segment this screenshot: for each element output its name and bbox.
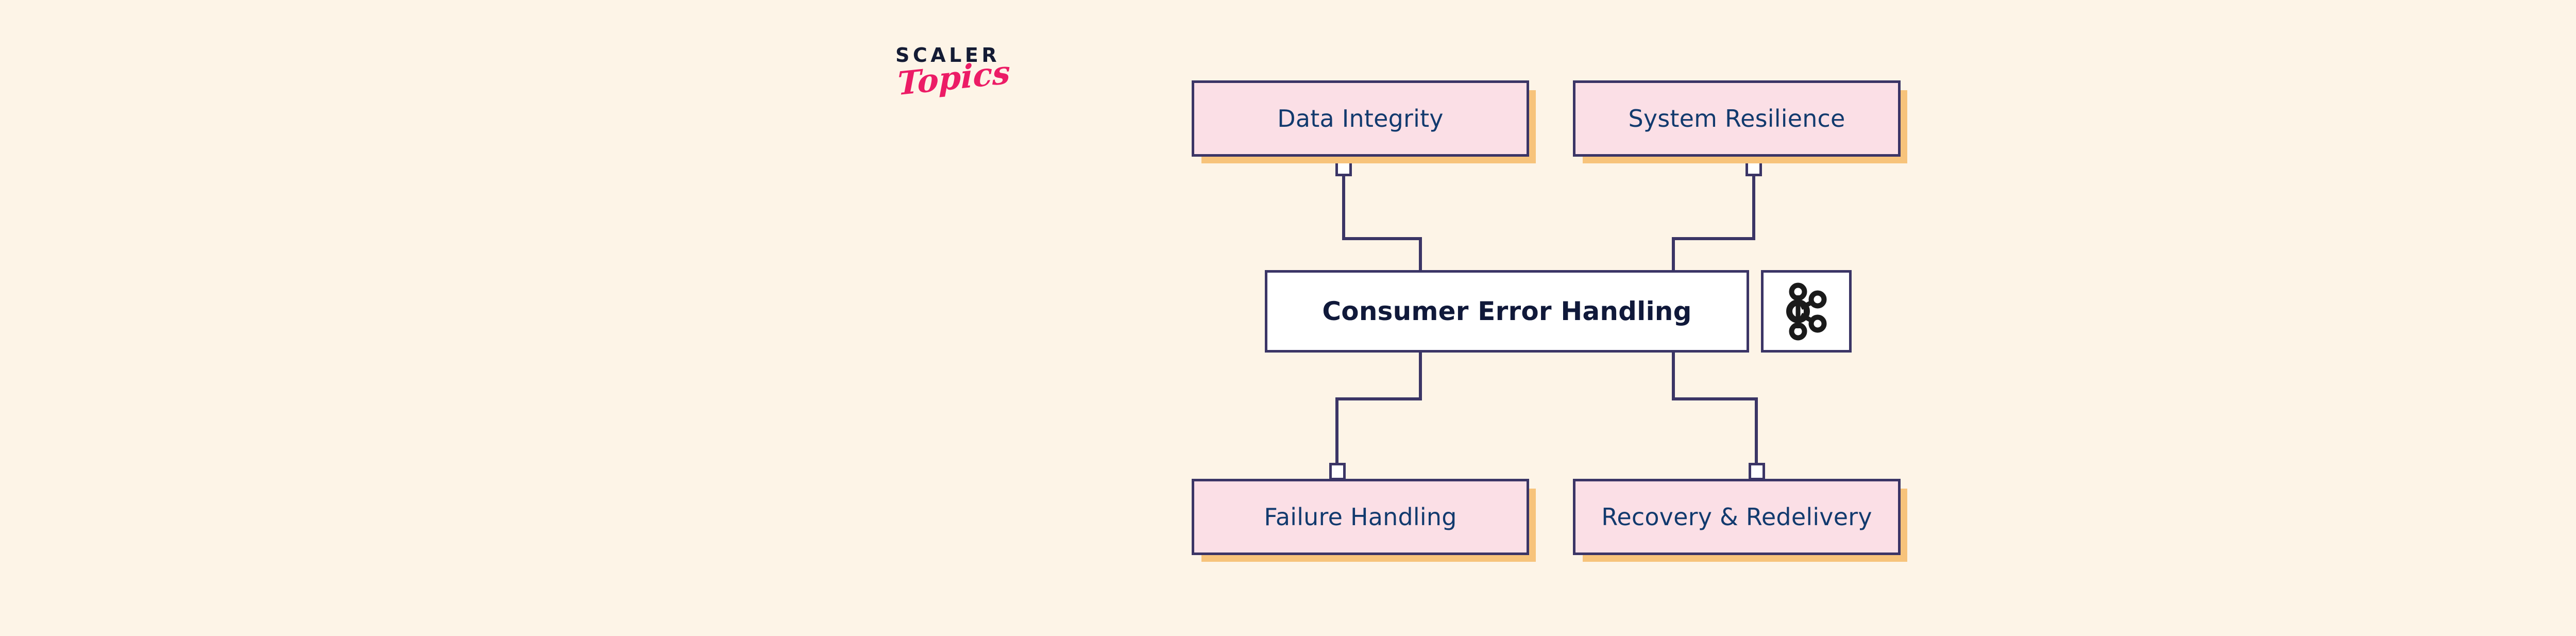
node-failure-handling[interactable]: Failure Handling	[1192, 479, 1529, 555]
connector-square-data-integrity	[1335, 159, 1352, 176]
kafka-icon-box[interactable]	[1761, 270, 1852, 353]
node-label-consumer-error-handling: Consumer Error Handling	[1322, 296, 1692, 326]
connector-square-system-resilience	[1745, 159, 1762, 176]
connector-line-center-top-right	[1672, 237, 1675, 273]
connector-line-recovery-redelivery-horizontal	[1672, 397, 1758, 400]
apache-kafka-icon	[1783, 282, 1830, 341]
connector-line-system-resilience-vertical	[1752, 175, 1755, 239]
connector-line-system-resilience-horizontal	[1672, 237, 1755, 240]
connector-line-center-bottom-left	[1419, 352, 1422, 399]
connector-line-center-top-left	[1419, 237, 1422, 273]
node-system-resilience[interactable]: System Resilience	[1573, 80, 1901, 157]
node-label-system-resilience: System Resilience	[1628, 105, 1845, 132]
connector-line-failure-handling-vertical	[1335, 397, 1338, 465]
node-label-failure-handling: Failure Handling	[1264, 503, 1457, 531]
node-recovery-redelivery[interactable]: Recovery & Redelivery	[1573, 479, 1901, 555]
node-label-recovery-redelivery: Recovery & Redelivery	[1601, 503, 1872, 531]
node-consumer-error-handling[interactable]: Consumer Error Handling	[1265, 270, 1749, 353]
connector-line-failure-handling-horizontal	[1335, 397, 1422, 400]
connector-square-recovery-redelivery	[1749, 463, 1765, 480]
connector-line-data-integrity-horizontal	[1342, 237, 1422, 240]
node-data-integrity[interactable]: Data Integrity	[1192, 80, 1529, 157]
connector-line-recovery-redelivery-vertical	[1755, 397, 1758, 465]
connector-line-data-integrity-vertical	[1342, 175, 1345, 239]
node-label-data-integrity: Data Integrity	[1277, 105, 1444, 132]
connector-line-center-bottom-right	[1672, 352, 1675, 399]
scaler-topics-logo: SCALER Topics	[895, 45, 1024, 133]
logo-scaler-text: SCALER	[895, 44, 1001, 66]
connector-square-failure-handling	[1329, 463, 1346, 480]
